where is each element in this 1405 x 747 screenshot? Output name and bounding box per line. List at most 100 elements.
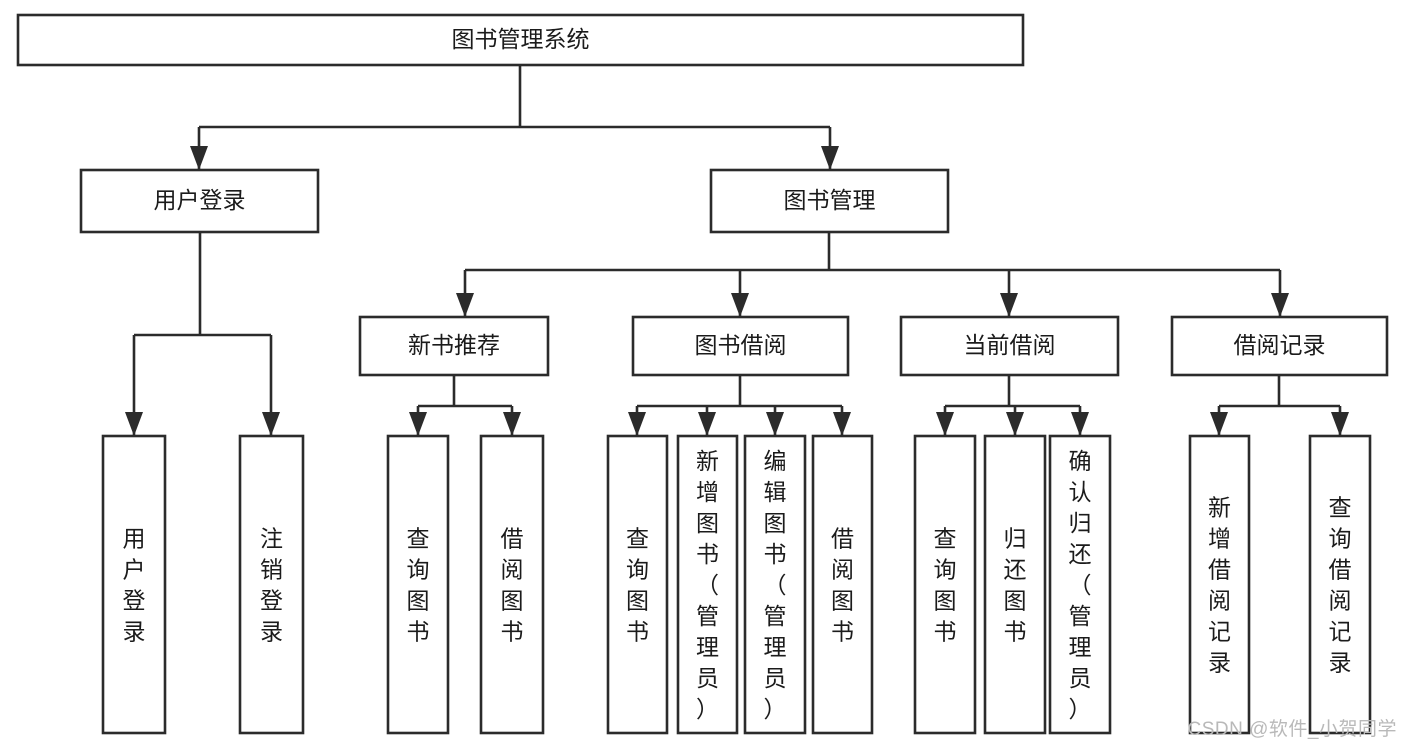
node-box-user-login[interactable] [79, 168, 320, 234]
node-box-leaf-user-logout[interactable] [238, 434, 305, 735]
label-char: 询 [1329, 526, 1352, 552]
book-borrow-arrow-1 [698, 412, 716, 436]
label-char: 录 [123, 619, 146, 645]
label-char: 阅 [1208, 588, 1231, 614]
label-char: 员 [1069, 665, 1092, 691]
label-char: 编 [764, 448, 787, 474]
label-char: 借 [1329, 557, 1352, 583]
label-char: 用 [123, 526, 146, 552]
node-box-leaf-confirm-return[interactable] [1048, 434, 1112, 735]
root-arrow-0 [190, 146, 208, 170]
label-char: 查 [1329, 495, 1352, 521]
label-char: 书 [934, 619, 957, 645]
node-box-layer [16, 13, 1389, 735]
book-manage-arrow-2 [1000, 293, 1018, 317]
new-book-rec-arrow-1 [503, 412, 521, 436]
label-char: （ [764, 572, 787, 598]
label-char: 员 [696, 665, 719, 691]
new-book-rec-arrow-0 [409, 412, 427, 436]
csdn-watermark: CSDN @软件_小贺同学 [1187, 719, 1397, 740]
label-char: 询 [934, 557, 957, 583]
node-box-borrow-record[interactable] [1170, 315, 1389, 377]
label-char: 户 [123, 557, 146, 583]
label-char: ） [696, 696, 719, 722]
label-char: 注 [260, 526, 283, 552]
node-box-new-book-rec[interactable] [358, 315, 550, 377]
node-box-leaf-add-book[interactable] [676, 434, 739, 735]
label-char: 确 [1069, 448, 1092, 474]
node-box-leaf-query-book-3[interactable] [913, 434, 977, 735]
label-char: 新 [696, 448, 719, 474]
label-char: 员 [764, 665, 787, 691]
node-box-leaf-user-login[interactable] [101, 434, 167, 735]
label-char: 书 [831, 619, 854, 645]
label-char: 图 [501, 588, 524, 614]
label-char: 归 [1004, 526, 1027, 552]
user-login-arrow-1 [262, 412, 280, 436]
book-manage-arrow-3 [1271, 293, 1289, 317]
label-char: （ [1069, 572, 1092, 598]
root-arrow-1 [821, 146, 839, 170]
label-char: 书 [764, 541, 787, 567]
node-label-root: 图书管理系统 [452, 26, 590, 52]
node-box-leaf-edit-book[interactable] [743, 434, 807, 735]
borrow-record-arrow-0 [1210, 412, 1228, 436]
node-label-borrow-record: 借阅记录 [1234, 332, 1326, 358]
node-label-user-login: 用户登录 [154, 187, 246, 213]
node-box-leaf-borrow-book-1[interactable] [479, 434, 545, 735]
label-char: 还 [1069, 541, 1092, 567]
label-char: 图 [1004, 588, 1027, 614]
node-box-leaf-add-record[interactable] [1188, 434, 1251, 735]
label-char: 录 [260, 619, 283, 645]
label-char: 录 [1208, 650, 1231, 676]
node-box-leaf-return-book[interactable] [983, 434, 1047, 735]
node-box-leaf-borrow-book-2[interactable] [811, 434, 874, 735]
node-box-book-manage[interactable] [709, 168, 950, 234]
node-box-leaf-query-book-2[interactable] [606, 434, 669, 735]
label-char: 查 [934, 526, 957, 552]
label-char: 辑 [764, 479, 787, 505]
borrow-record-arrow-1 [1331, 412, 1349, 436]
label-char: 阅 [831, 557, 854, 583]
label-char: 图 [407, 588, 430, 614]
label-char: 查 [407, 526, 430, 552]
node-label-current-borrow: 当前借阅 [964, 332, 1056, 358]
label-char: 书 [696, 541, 719, 567]
current-borrow-arrow-2 [1071, 412, 1089, 436]
label-char: 借 [1208, 557, 1231, 583]
label-char: 录 [1329, 650, 1352, 676]
book-manage-arrow-0 [456, 293, 474, 317]
node-box-leaf-query-record[interactable] [1308, 434, 1372, 735]
label-char: 阅 [1329, 588, 1352, 614]
label-char: 书 [626, 619, 649, 645]
node-label-book-borrow: 图书借阅 [695, 332, 787, 358]
node-box-root[interactable] [16, 13, 1025, 67]
node-label-layer: 图书管理系统用户登录图书管理新书推荐图书借阅当前借阅借阅记录用户登录注销登录查询… [123, 26, 1352, 722]
label-char: 记 [1208, 619, 1231, 645]
label-char: 图 [626, 588, 649, 614]
label-char: 理 [1069, 634, 1092, 660]
current-borrow-arrow-1 [1006, 412, 1024, 436]
label-char: 书 [1004, 619, 1027, 645]
node-box-book-borrow[interactable] [631, 315, 850, 377]
label-char: 询 [626, 557, 649, 583]
book-manage-arrow-1 [731, 293, 749, 317]
node-label-leaf-user-login: 用户登录 [123, 526, 146, 645]
label-char: 借 [501, 526, 524, 552]
node-box-leaf-query-book-1[interactable] [386, 434, 450, 735]
node-label-new-book-rec: 新书推荐 [408, 332, 500, 358]
node-box-current-borrow[interactable] [899, 315, 1120, 377]
user-login-arrow-0 [125, 412, 143, 436]
